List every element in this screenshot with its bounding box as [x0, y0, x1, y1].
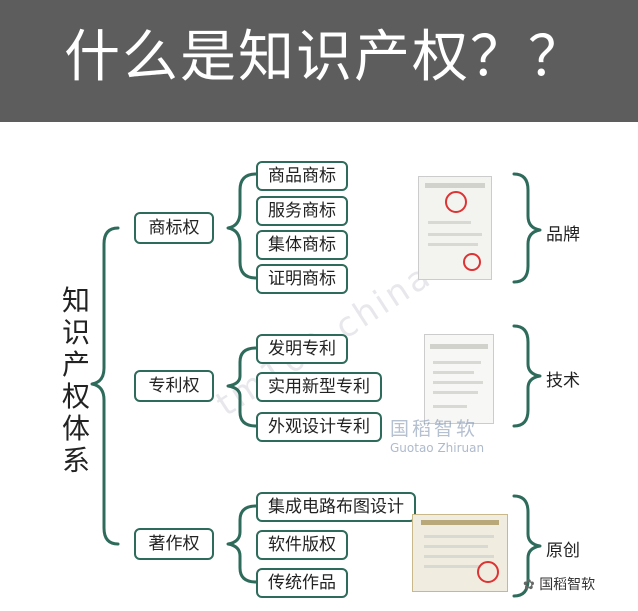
brand-bracket: [512, 172, 542, 284]
root-char: 权: [61, 380, 90, 413]
wechat-account-name: 国稻智软: [539, 577, 596, 593]
root-char: 识: [61, 316, 90, 349]
logo-text-en: Guotao Zhiruan: [390, 441, 485, 455]
category-patent: 专利权: [134, 370, 214, 402]
wechat-account-label: ✿ 国稻智软: [523, 574, 595, 594]
leaf-software-copyright: 软件版权: [256, 530, 348, 560]
header-banner: 什么是知识产权？？: [0, 0, 638, 122]
company-logo-watermark: 国稻智软 Guotao Zhiruan: [390, 414, 484, 455]
leaf-utility-model-patent: 实用新型专利: [256, 372, 382, 402]
leaf-certification-trademark: 证明商标: [256, 264, 348, 294]
leaf-invention-patent: 发明专利: [256, 334, 348, 364]
patent-bracket: [226, 346, 258, 428]
root-char: 体: [61, 412, 90, 445]
leaf-collective-trademark: 集体商标: [256, 230, 348, 260]
leaf-ic-layout-design: 集成电路布图设计: [256, 492, 416, 522]
copyright-certificate-image: [412, 514, 508, 592]
original-bracket: [512, 494, 542, 598]
root-char: 知: [61, 284, 90, 317]
leaf-traditional-works: 传统作品: [256, 568, 348, 598]
leaf-service-trademark: 服务商标: [256, 196, 348, 226]
logo-text-cn: 国稻智软: [390, 418, 479, 440]
tag-technology: 技术: [546, 371, 580, 391]
root-bracket: [90, 226, 120, 546]
tag-original: 原创: [546, 541, 580, 561]
trademark-certificate-image: [418, 176, 492, 280]
patent-certificate-image: [424, 334, 494, 424]
leaf-goods-trademark: 商品商标: [256, 161, 348, 191]
root-char: 产: [61, 348, 90, 381]
tag-brand: 品牌: [546, 225, 580, 245]
category-copyright: 著作权: [134, 528, 214, 560]
tech-bracket: [512, 324, 542, 428]
category-trademark: 商标权: [134, 212, 214, 244]
root-char: 系: [61, 444, 90, 477]
trademark-bracket: [226, 172, 258, 280]
leaf-design-patent: 外观设计专利: [256, 412, 382, 442]
copyright-bracket: [226, 504, 258, 584]
page-title: 什么是知识产权？？: [64, 25, 586, 90]
root-label-ip-system: 知 识 产 权 体 系: [56, 285, 96, 477]
wechat-icon: ✿: [523, 577, 535, 593]
